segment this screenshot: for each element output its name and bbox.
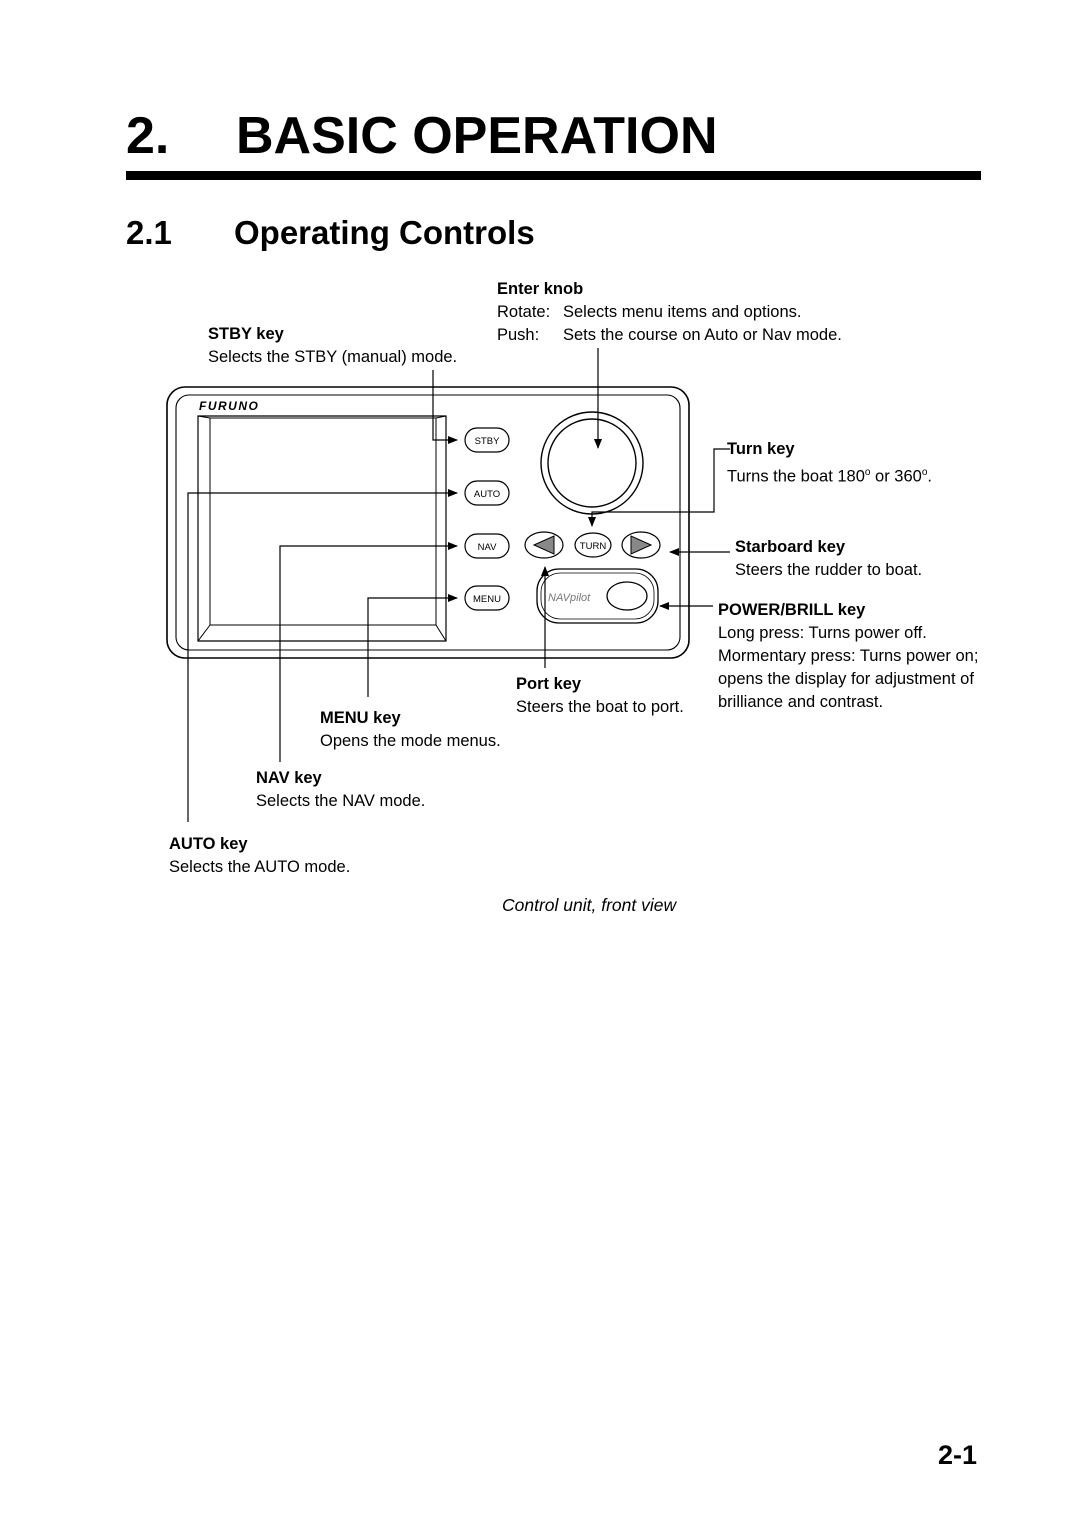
chapter-title: 2. BASIC OPERATION [126, 106, 718, 166]
lcd-display [197, 415, 447, 642]
port-key-label: Port key Steers the boat to port. [516, 673, 684, 719]
starboard-key-name: Starboard key [735, 538, 846, 556]
turn-key-desc-part1: Turns the boat 180 [727, 467, 865, 486]
auto-key-name: AUTO key [169, 835, 248, 853]
menu-key-desc: Opens the mode menus. [320, 732, 501, 750]
port-key-desc: Steers the boat to port. [516, 698, 684, 716]
stby-button[interactable]: STBY [464, 427, 510, 453]
enter-knob-push-key: Push: [497, 326, 540, 344]
power-brill-key-line-3: opens the display for adjustment of [718, 670, 974, 688]
power-brill-key-line-4: brilliance and contrast. [718, 693, 884, 711]
furuno-logo: FURUNO [199, 399, 259, 413]
section-title: 2.1 Operating Controls [126, 214, 535, 252]
section-number: 2.1 [126, 214, 172, 251]
starboard-button[interactable] [621, 531, 661, 559]
starboard-key-desc: Steers the rudder to boat. [735, 561, 923, 579]
power-brill-key-line-1: Long press: Turns power off. [718, 624, 927, 642]
port-key-name: Port key [516, 675, 582, 693]
enter-knob-rotate-desc: Selects menu items and options. [563, 303, 802, 321]
stby-key-desc: Selects the STBY (manual) mode. [208, 348, 458, 366]
auto-key-label: AUTO key Selects the AUTO mode. [169, 833, 350, 879]
auto-leader [187, 489, 458, 822]
enter-knob-name: Enter knob [497, 280, 584, 298]
auto-key-desc: Selects the AUTO mode. [169, 858, 351, 876]
turn-key-desc-part3: . [927, 467, 932, 486]
port-arrow-icon [532, 535, 555, 555]
turn-key-label: Turn key Turns the boat 180o or 360o. [727, 438, 932, 489]
leader-lines [187, 348, 730, 822]
power-brill-button[interactable] [606, 581, 648, 611]
turn-key-name: Turn key [727, 440, 795, 458]
chapter-rule [126, 171, 981, 180]
figure-caption: Control unit, front view [502, 895, 677, 915]
nav-button-label: NAV [478, 542, 497, 553]
page-number: 2-1 [938, 1440, 978, 1470]
nav-leader [279, 542, 458, 762]
turn-button[interactable]: TURN [574, 532, 612, 558]
nav-key-desc: Selects the NAV mode. [256, 792, 426, 810]
chapter-number: 2. [126, 107, 170, 165]
menu-leader [367, 594, 458, 697]
starboard-key-label: Starboard key Steers the rudder to boat. [735, 536, 922, 582]
menu-key-label: MENU key Opens the mode menus. [320, 707, 501, 753]
navpilot-logo: NAVpilot [548, 592, 591, 604]
stby-button-label: STBY [475, 436, 500, 447]
stby-key-name: STBY key [208, 325, 284, 343]
turn-key-desc: Turns the boat 180o or 360o. [727, 467, 932, 486]
furuno-logo-text: FURUNO [199, 399, 259, 413]
port-button[interactable] [524, 531, 564, 559]
enter-knob-push-desc: Sets the course on Auto or Nav mode. [563, 326, 842, 344]
menu-key-name: MENU key [320, 709, 401, 727]
nav-key-label: NAV key Selects the NAV mode. [256, 767, 425, 813]
auto-button-label: AUTO [474, 489, 500, 500]
turn-leader [588, 448, 730, 527]
power-brill-key-line-2: Mormentary press: Turns power on; [718, 647, 979, 665]
starboard-arrow-icon [630, 535, 653, 555]
power-brill-key-label: POWER/BRILL key Long press: Turns power … [718, 599, 978, 714]
section-title-text: Operating Controls [234, 214, 535, 251]
power-brill-key-name: POWER/BRILL key [718, 601, 866, 619]
enter-knob-push-row: Push: Sets the course on Auto or Nav mode… [497, 324, 842, 347]
enter-knob-label: Enter knob Rotate: Selects menu items and… [497, 278, 842, 347]
stby-key-label: STBY key Selects the STBY (manual) mode. [208, 323, 457, 369]
turn-key-desc-part2: or 360 [870, 467, 922, 486]
auto-button[interactable]: AUTO [464, 480, 510, 506]
turn-button-label: TURN [580, 541, 607, 552]
enter-knob-rotate-key: Rotate: [497, 303, 551, 321]
nav-button[interactable]: NAV [464, 533, 510, 559]
enter-knob-rotate-row: Rotate: Selects menu items and options. [497, 301, 842, 324]
nav-key-name: NAV key [256, 769, 322, 787]
menu-button[interactable]: MENU [464, 585, 510, 611]
enter-knob[interactable] [540, 411, 644, 515]
chapter-title-text: BASIC OPERATION [236, 107, 718, 165]
stby-leader [432, 370, 458, 444]
menu-button-label: MENU [473, 594, 501, 605]
